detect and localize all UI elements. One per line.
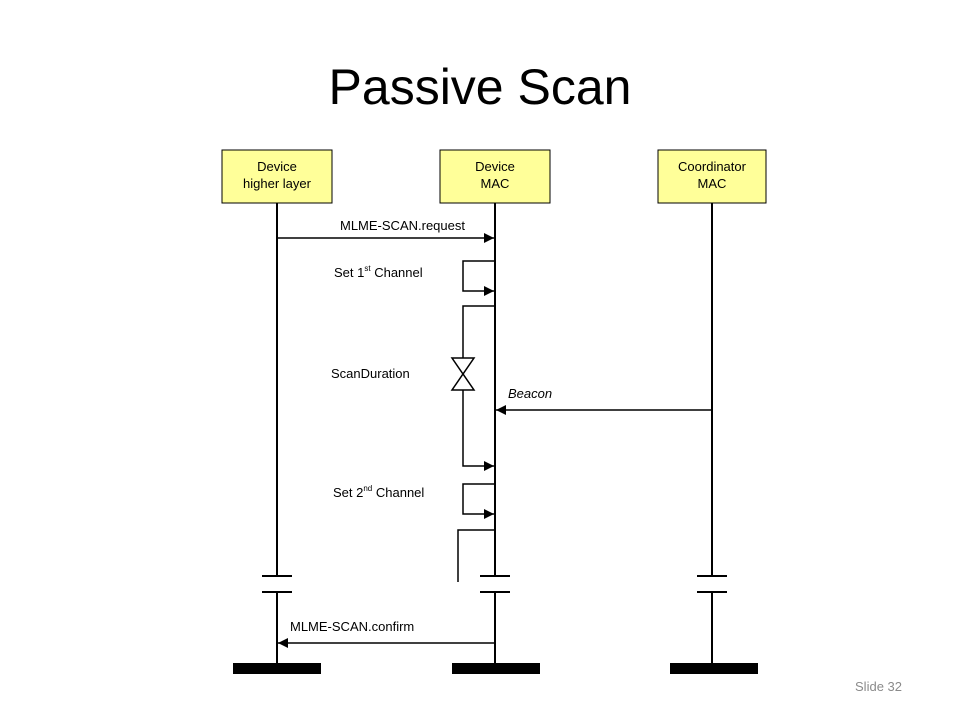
message-label: MLME-SCAN.confirm: [290, 619, 414, 634]
lifeline-device-higher-layer: [262, 203, 292, 663]
end-bar-device-higher-layer: [233, 663, 321, 674]
message-label: Set 2nd Channel: [333, 484, 424, 500]
timer-continuation: [457, 529, 495, 582]
message-scan-request: MLME-SCAN.request: [277, 218, 494, 243]
self-message-set-channel-2: Set 2nd Channel: [333, 483, 495, 519]
entity-label-line2: MAC: [698, 176, 727, 191]
slide-number: Slide 32: [855, 679, 902, 694]
message-beacon: Beacon: [496, 386, 712, 415]
message-label: Set 1st Channel: [334, 264, 423, 280]
lifeline-coordinator-mac: [697, 203, 727, 663]
slide-title: Passive Scan: [328, 59, 632, 115]
lifeline-device-mac: [480, 203, 510, 663]
entity-device-higher-layer: Device higher layer: [221, 149, 333, 204]
end-bar-coordinator-mac: [670, 663, 758, 674]
timer-scan-duration: ScanDuration: [331, 305, 495, 471]
end-bar-device-mac: [452, 663, 540, 674]
timer-label: ScanDuration: [331, 366, 410, 381]
message-label: Beacon: [508, 386, 552, 401]
message-label: MLME-SCAN.request: [340, 218, 465, 233]
entity-label-line2: higher layer: [243, 176, 312, 191]
entity-label-line1: Device: [475, 159, 515, 174]
message-scan-confirm: MLME-SCAN.confirm: [278, 619, 495, 648]
self-message-set-channel-1: Set 1st Channel: [334, 260, 495, 296]
entity-label-line1: Device: [257, 159, 297, 174]
entity-coordinator-mac: Coordinator MAC: [657, 149, 767, 204]
entity-label-line2: MAC: [481, 176, 510, 191]
entity-label-line1: Coordinator: [678, 159, 747, 174]
entity-device-mac: Device MAC: [439, 149, 551, 204]
